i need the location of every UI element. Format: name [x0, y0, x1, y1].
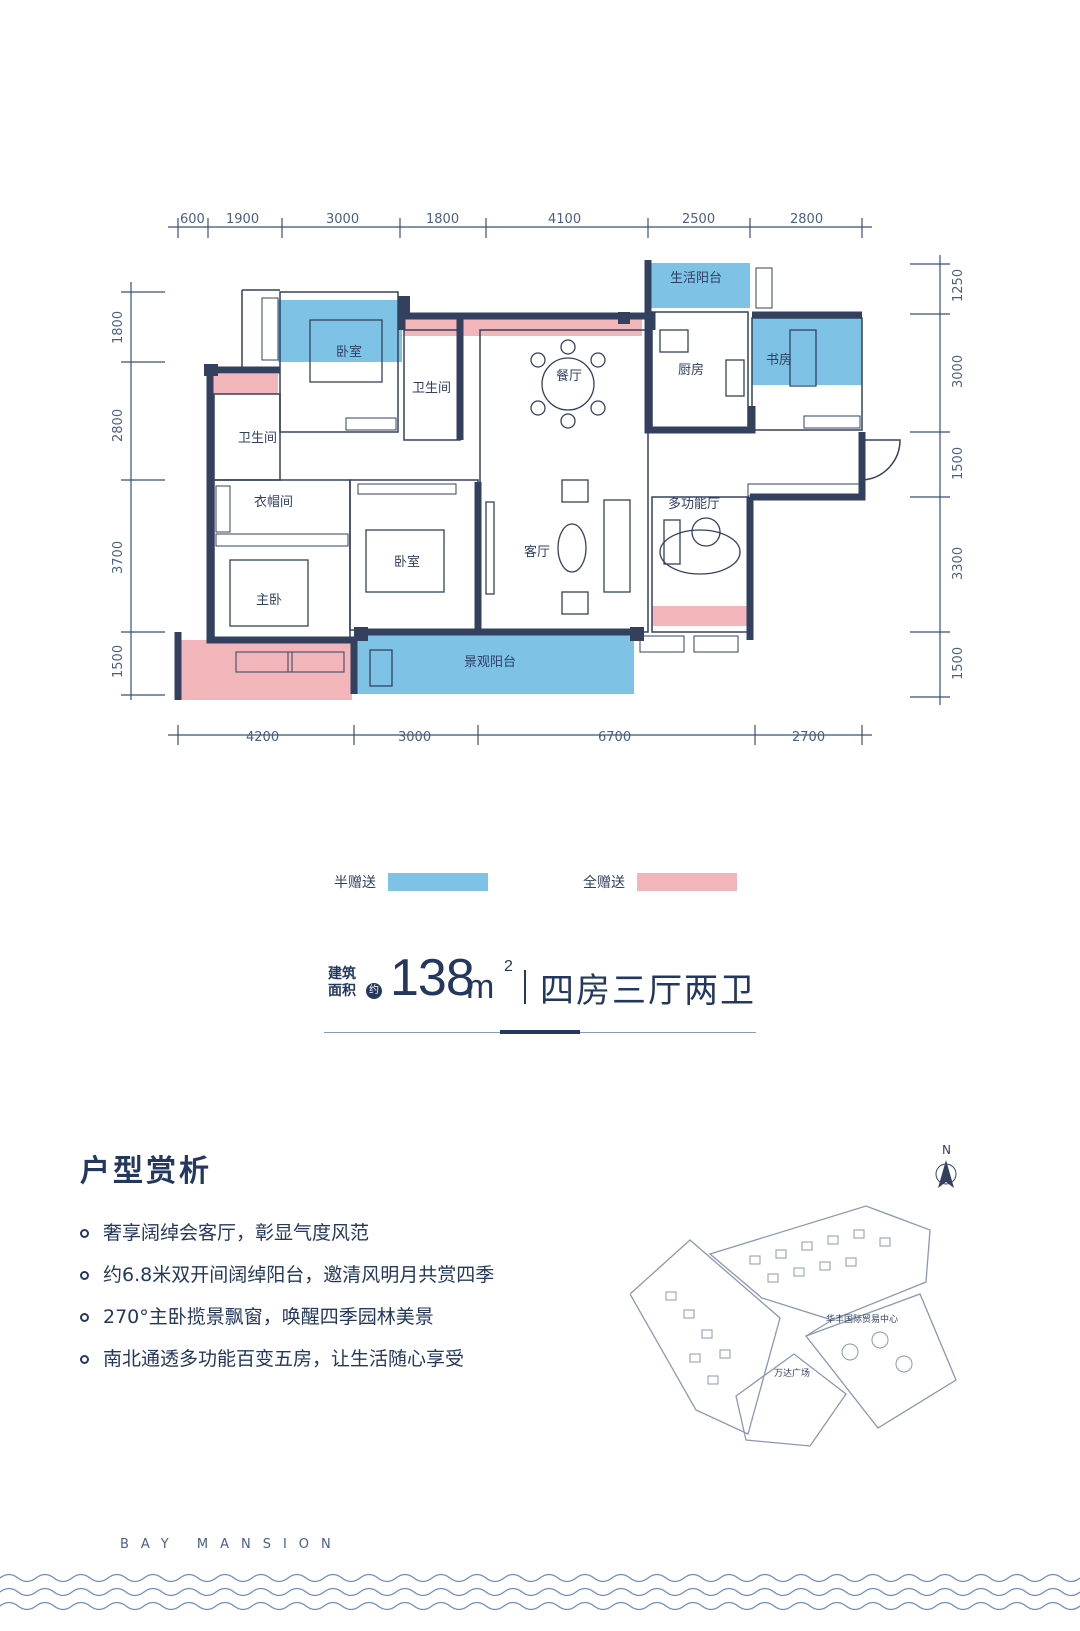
- analysis-point: 270°主卧揽景飘窗，唤醒四季园林美景: [80, 1296, 494, 1338]
- dim-top-2: 1900: [226, 212, 259, 227]
- dim-left-3: 3700: [111, 541, 126, 574]
- dim-left-2: 2800: [111, 409, 126, 442]
- north-arrow-icon: N: [935, 1143, 957, 1188]
- room-bath-top: 卫生间: [412, 381, 451, 396]
- dim-right-2: 3000: [951, 355, 966, 388]
- bullet-icon: [80, 1228, 89, 1238]
- dim-right-1: 1250: [951, 269, 966, 302]
- legend-full-gift: 全赠送: [583, 872, 737, 892]
- room-bath-left: 卫生间: [238, 431, 277, 446]
- site-buildings: [665, 1229, 913, 1385]
- room-kitchen: 厨房: [678, 362, 704, 378]
- area-caption: 建筑面积: [328, 966, 356, 999]
- room-study: 书房: [766, 352, 792, 368]
- window-hatching: [215, 267, 863, 673]
- site-map: N 华丰国际贸易中心 万达广场: [630, 1143, 957, 1447]
- legend-half-gift-label: 半赠送: [334, 875, 376, 891]
- dim-right-5: 1500: [951, 647, 966, 680]
- analysis-title: 户型赏析: [80, 1154, 212, 1189]
- room-dining: 餐厅: [556, 368, 582, 384]
- analysis-point: 奢享阔绰会客厅，彰显气度风范: [80, 1212, 494, 1254]
- legend-half-gift-swatch: [388, 873, 488, 891]
- legend-half-gift: 半赠送: [334, 872, 488, 892]
- title-separator: [524, 970, 526, 1004]
- bullet-icon: [80, 1354, 89, 1364]
- area-unit: m: [466, 968, 495, 1006]
- furniture: [229, 319, 817, 687]
- site-label-plaza: 万达广场: [774, 1367, 810, 1379]
- dim-top-1: 600: [180, 212, 205, 227]
- dim-top-3: 3000: [326, 212, 359, 227]
- interior-lines: [213, 289, 901, 641]
- analysis-point-text: 约6.8米双开间阔绰阳台，邀清风明月共赏四季: [103, 1264, 495, 1286]
- dim-left-4: 1500: [111, 645, 126, 678]
- site-label-trade-center: 华丰国际贸易中心: [826, 1313, 898, 1325]
- room-multi-hall: 多功能厅: [668, 496, 720, 512]
- room-service-balcony: 生活阳台: [670, 271, 722, 286]
- dimension-lines: [121, 218, 950, 745]
- title-rule-accent: [500, 1030, 580, 1034]
- area-superscript: 2: [504, 958, 513, 975]
- dim-top-4: 1800: [426, 212, 459, 227]
- dim-right-3: 1500: [951, 447, 966, 480]
- dim-bottom-1: 4200: [246, 730, 279, 745]
- room-cloakroom: 衣帽间: [254, 494, 293, 510]
- dim-top-5: 4100: [548, 212, 581, 227]
- analysis-point: 南北通透多功能百变五房，让生活随心享受: [80, 1338, 494, 1380]
- floor-plan: 600 1900 3000 1800 4100 2500 2800 4200 3…: [111, 212, 966, 745]
- bullet-icon: [80, 1270, 89, 1280]
- room-view-balcony: 景观阳台: [464, 655, 516, 670]
- dim-bottom-2: 3000: [398, 730, 431, 745]
- analysis-point: 约6.8米双开间阔绰阳台，邀清风明月共赏四季: [80, 1254, 494, 1296]
- analysis-point-text: 奢享阔绰会客厅，彰显气度风范: [103, 1222, 370, 1244]
- bullet-icon: [80, 1312, 89, 1322]
- dim-bottom-3: 6700: [598, 730, 631, 745]
- dim-top-6: 2500: [682, 212, 715, 227]
- half-gift-areas: [278, 263, 862, 694]
- brand-name: BAY MANSION: [120, 1537, 343, 1552]
- dim-right-4: 3300: [951, 547, 966, 580]
- legend-full-gift-label: 全赠送: [583, 875, 625, 891]
- area-value: 138: [390, 949, 475, 1007]
- dim-top-7: 2800: [790, 212, 823, 227]
- analysis-point-text: 南北通透多功能百变五房，让生活随心享受: [103, 1348, 465, 1370]
- legend-full-gift-swatch: [637, 873, 737, 891]
- room-bedroom-mid: 卧室: [394, 554, 420, 570]
- approx-badge: 约: [366, 983, 382, 999]
- north-label: N: [942, 1143, 951, 1157]
- wave-decoration: [0, 1573, 1080, 1611]
- analysis-point-text: 270°主卧揽景飘窗，唤醒四季园林美景: [103, 1306, 434, 1328]
- room-living: 客厅: [524, 544, 550, 560]
- room-bedroom-top: 卧室: [336, 344, 362, 360]
- wall-columns: [204, 296, 644, 641]
- dim-left-1: 1800: [111, 311, 126, 344]
- room-master: 主卧: [256, 593, 282, 608]
- site-blocks: [630, 1205, 957, 1447]
- layout-type: 四房三厅两卫: [540, 971, 756, 1011]
- analysis-list: 奢享阔绰会客厅，彰显气度风范 约6.8米双开间阔绰阳台，邀清风明月共赏四季 27…: [80, 1212, 494, 1380]
- dim-bottom-4: 2700: [792, 730, 825, 745]
